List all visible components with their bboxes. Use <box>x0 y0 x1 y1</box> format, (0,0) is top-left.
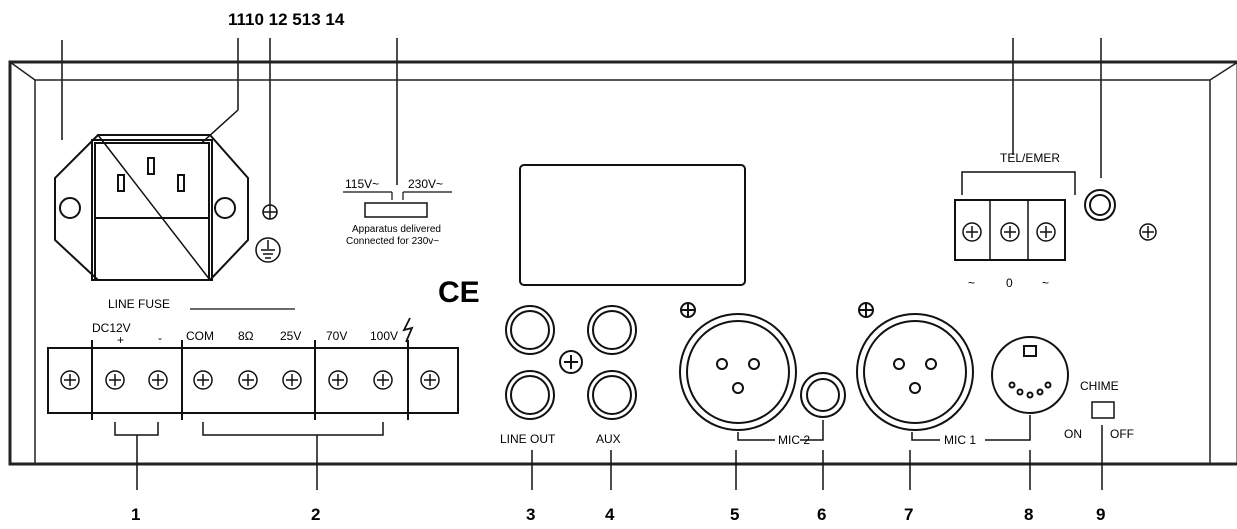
label-tilde-right: ~ <box>1042 276 1049 290</box>
label-off: OFF <box>1110 427 1134 441</box>
label-100v: 100V <box>370 329 398 343</box>
mic2-jack <box>800 372 846 418</box>
chassis <box>8 60 1237 466</box>
label-70v: 70V <box>326 329 347 343</box>
label-line-fuse: LINE FUSE <box>108 297 170 311</box>
callout-7: 7 <box>904 505 913 524</box>
label-com: COM <box>186 329 214 343</box>
label-tilde-left: ~ <box>968 276 975 290</box>
label-on: ON <box>1064 427 1082 441</box>
mic-brackets <box>737 415 1031 441</box>
callout-6: 6 <box>817 505 826 524</box>
label-25v: 25V <box>280 329 301 343</box>
label-zero: 0 <box>1006 276 1013 290</box>
tel-emer-terminal: TEL/EMER ~ 0 ~ <box>954 151 1157 290</box>
label-mic1: MIC 1 <box>944 433 976 447</box>
callout-5: 5 <box>730 505 739 524</box>
rca-jacks <box>505 305 637 420</box>
label-line-out: LINE OUT <box>500 432 556 446</box>
label-plus: + <box>117 333 124 347</box>
callout-2: 2 <box>311 505 320 524</box>
label-230v: 230V~ <box>408 177 443 191</box>
label-aux: AUX <box>596 432 621 446</box>
callout-1: 1 <box>131 505 140 524</box>
callout-8: 8 <box>1024 505 1033 524</box>
label-8ohm: 8Ω <box>238 329 254 343</box>
label-tel-emer: TEL/EMER <box>1000 151 1060 165</box>
bottom-callouts: 1 2 3 4 5 6 7 8 9 <box>131 505 1105 524</box>
strip-screws <box>60 370 440 390</box>
mic1-xlr-connector <box>856 302 974 431</box>
top-callout-numbers: 1110 12 513 14 <box>228 10 345 29</box>
ce-mark: CE <box>438 276 480 309</box>
speaker-terminal-strip: LINE FUSE DC12V + - COM 8Ω 25V 70V 100V <box>47 297 459 436</box>
apparatus-text-1: Apparatus delivered <box>352 224 441 235</box>
callout-9: 9 <box>1096 505 1105 524</box>
power-inlet <box>54 134 249 281</box>
chime-switch: CHIME ON OFF <box>1064 379 1134 441</box>
label-115v: 115V~ <box>345 177 379 191</box>
din-connector <box>991 336 1069 414</box>
mic2-xlr-connector <box>679 302 797 431</box>
ground-terminal <box>255 204 281 263</box>
label-chime: CHIME <box>1080 379 1119 393</box>
label-minus: - <box>158 331 162 345</box>
display-window <box>519 164 746 286</box>
voltage-selector: 115V~ 230V~ Apparatus delivered Connecte… <box>343 177 452 247</box>
callout-3: 3 <box>526 505 535 524</box>
apparatus-text-2: Connected for 230v~ <box>346 236 439 247</box>
label-mic2: MIC 2 <box>778 433 810 447</box>
bottom-leader-lines <box>136 425 1103 490</box>
callout-4: 4 <box>605 505 615 524</box>
label-dc12v: DC12V <box>92 321 131 335</box>
